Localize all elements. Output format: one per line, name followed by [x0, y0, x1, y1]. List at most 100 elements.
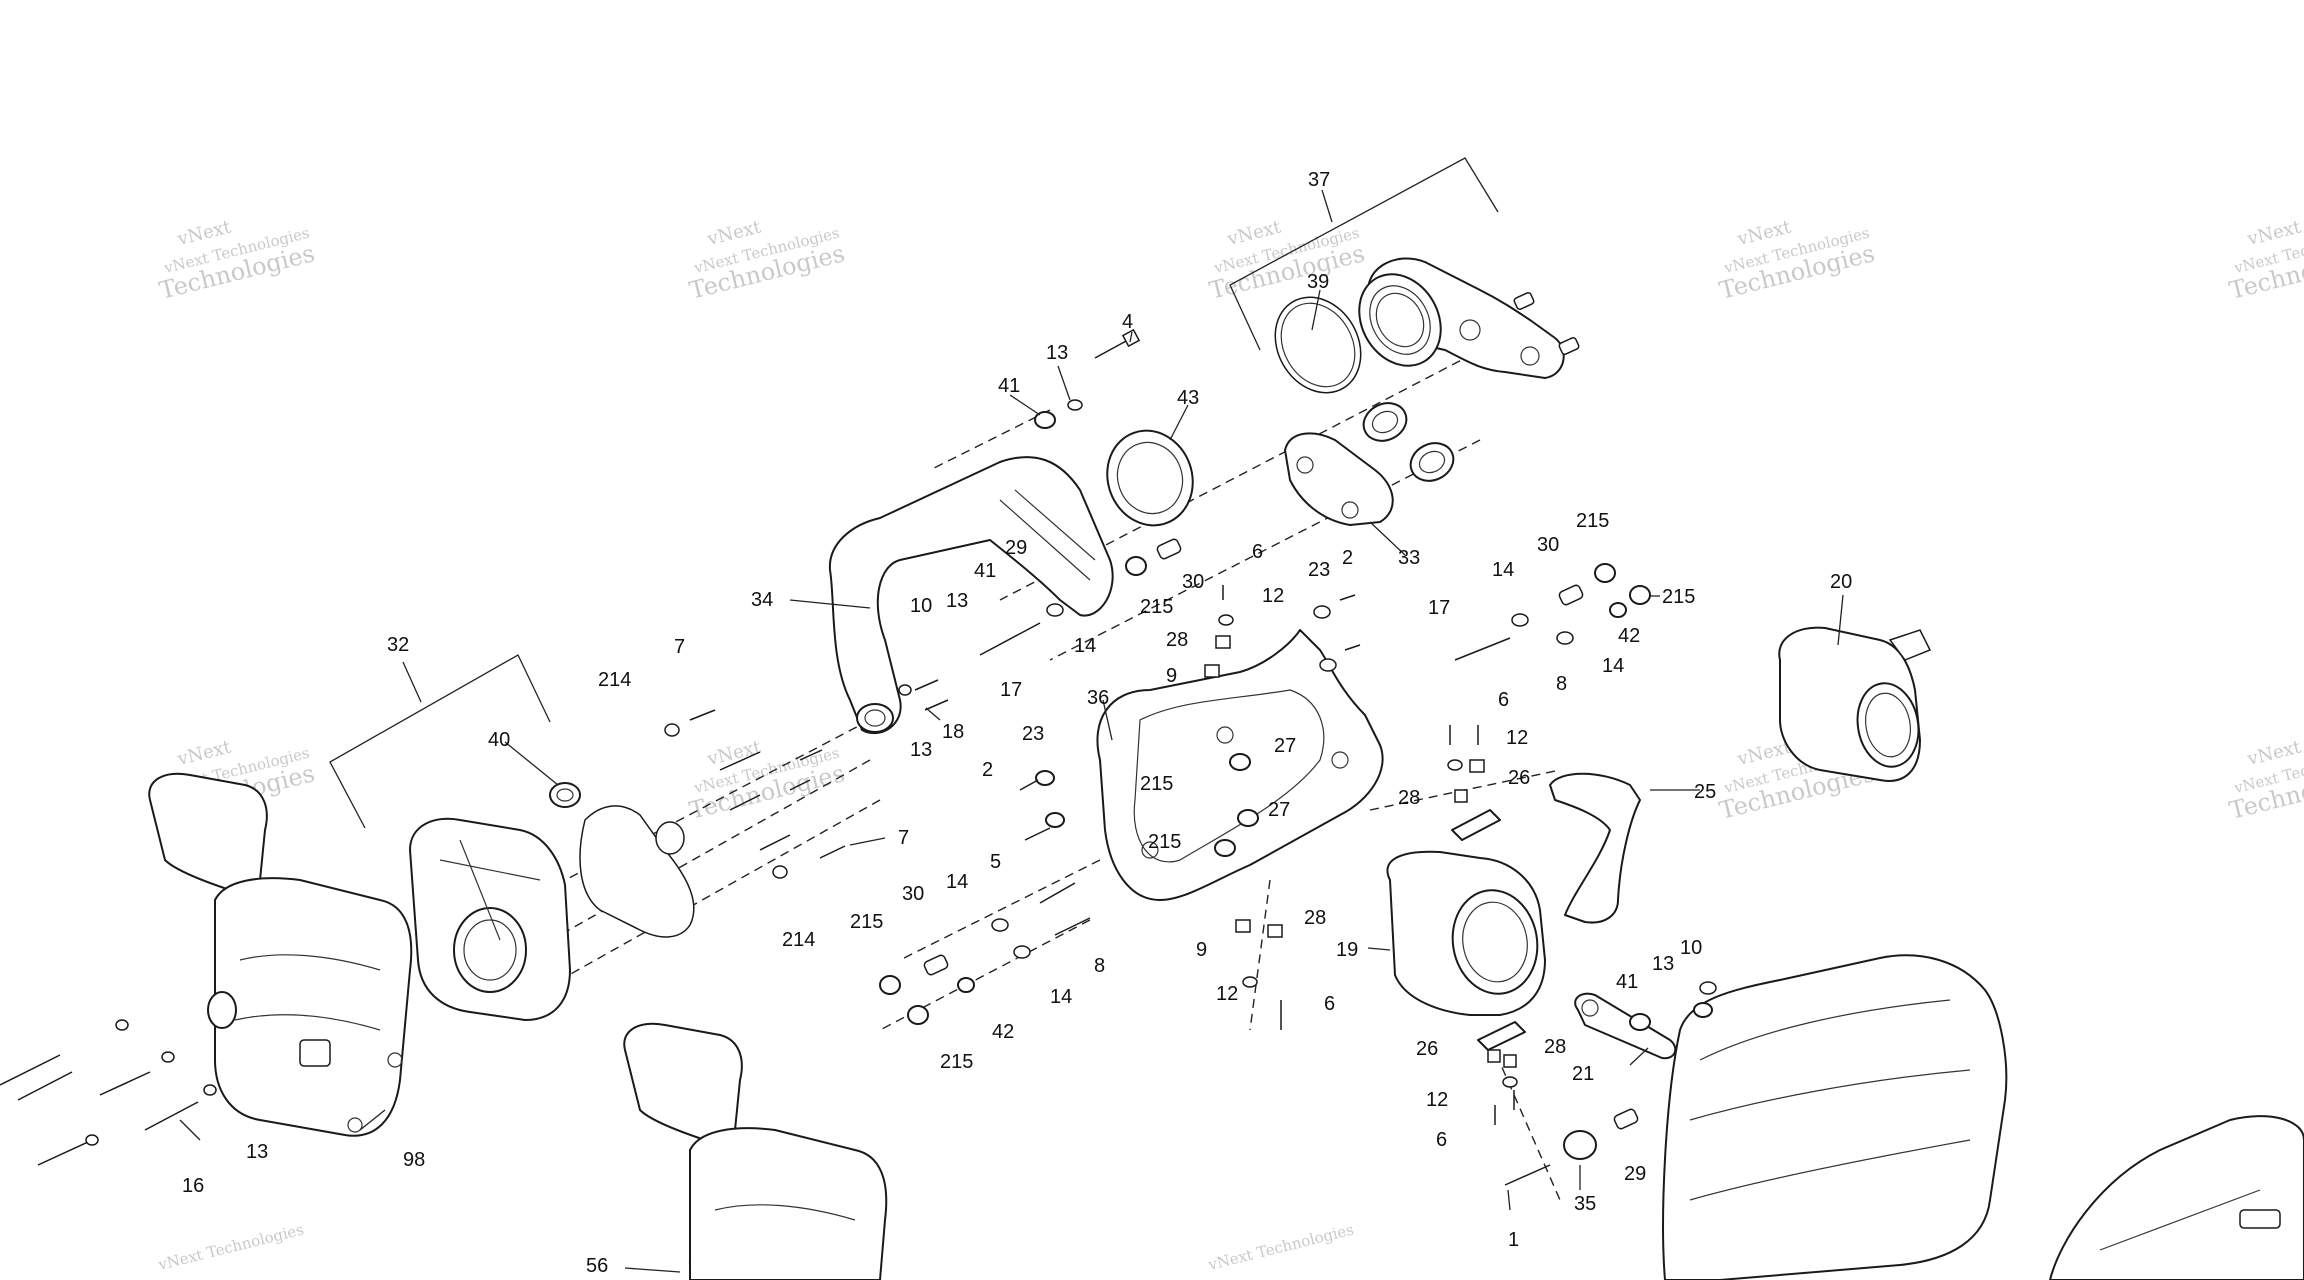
spacer-30c [923, 954, 949, 976]
engine-part-bottom-right [2049, 1115, 2304, 1280]
callout-28: 28 [1304, 907, 1326, 929]
leader-32 [402, 661, 422, 703]
nut-215d [879, 975, 901, 995]
nut-42 [1609, 602, 1627, 618]
callout-1: 1 [1508, 1229, 1519, 1251]
callout-215: 215 [1140, 596, 1173, 618]
callout-13: 13 [946, 590, 968, 612]
ring-40 [549, 782, 581, 808]
callout-6: 6 [1498, 689, 1509, 711]
callouts: 37 39 4 13 41 43 6 23 2 215 30 14 215 42… [182, 169, 1852, 1277]
callout-9: 9 [1166, 665, 1177, 687]
callout-30: 30 [902, 883, 924, 905]
leader [359, 1109, 386, 1131]
leader [1507, 1189, 1511, 1211]
callout-33: 33 [1398, 547, 1420, 569]
callout-36: 36 [1087, 687, 1109, 709]
housing-19 [1386, 850, 1546, 1016]
callout-30: 30 [1537, 534, 1559, 556]
callout-29: 29 [1005, 537, 1027, 559]
callout-42: 42 [1618, 625, 1640, 647]
callout-12: 12 [1426, 1089, 1448, 1111]
callout-214: 214 [598, 669, 631, 691]
callout-27: 27 [1274, 735, 1296, 757]
callout-18: 18 [942, 721, 964, 743]
leader [1369, 521, 1406, 556]
callout-41: 41 [974, 560, 996, 582]
axis [1249, 879, 1271, 1031]
callout-12: 12 [1216, 983, 1238, 1005]
housing-top [1358, 257, 1565, 379]
nut-215c [1629, 585, 1651, 605]
nut-215b [1594, 563, 1616, 583]
leader [1629, 1047, 1649, 1066]
callout-5: 5 [990, 851, 1001, 873]
ring-43 [1106, 429, 1194, 527]
nut-215 [1125, 556, 1147, 576]
callout-7: 7 [674, 636, 685, 658]
callout-6: 6 [1252, 541, 1263, 563]
callout-28: 28 [1398, 787, 1420, 809]
callout-7: 7 [898, 827, 909, 849]
leader-lines [179, 289, 1844, 1273]
callout-10: 10 [910, 595, 932, 617]
spacer-30 [1156, 538, 1182, 560]
callout-26: 26 [1508, 767, 1530, 789]
callout-13: 13 [1652, 953, 1674, 975]
callout-27: 27 [1268, 799, 1290, 821]
bolts-arm-18 [898, 679, 949, 711]
assembly-brackets [329, 157, 1499, 829]
watermark: vNext vNext Technologies Technologies [157, 216, 318, 304]
callout-19: 19 [1336, 939, 1358, 961]
washer-14 [1046, 603, 1064, 617]
callout-30: 30 [1182, 571, 1204, 593]
leader [504, 741, 559, 786]
callout-13: 13 [910, 739, 932, 761]
callout-32: 32 [387, 634, 409, 656]
arm-21 [1574, 992, 1677, 1060]
leader [789, 599, 871, 609]
callout-8: 8 [1556, 673, 1567, 695]
axis [559, 799, 881, 981]
callout-214: 214 [782, 929, 815, 951]
leader [1367, 947, 1391, 951]
callout-13: 13 [246, 1141, 268, 1163]
callout-29: 29 [1624, 1163, 1646, 1185]
callout-10: 10 [1680, 937, 1702, 959]
callout-215: 215 [1576, 510, 1609, 532]
leader [1311, 289, 1321, 331]
callout-43: 43 [1177, 387, 1199, 409]
leader [849, 837, 886, 846]
watermark: vNext vNext Technologies Technologies [687, 736, 848, 824]
callout-14: 14 [946, 871, 968, 893]
leader [925, 707, 941, 721]
nut-42b [957, 977, 975, 993]
bracket-32 [329, 654, 551, 829]
spacer-35 [1563, 1130, 1597, 1160]
callout-39: 39 [1307, 271, 1329, 293]
callout-215: 215 [850, 911, 883, 933]
callout-9: 9 [1196, 939, 1207, 961]
bolts-center-7 [664, 709, 846, 879]
leader-37 [1321, 189, 1333, 223]
washer-13 [1067, 399, 1083, 411]
studs [1513, 291, 1580, 356]
callout-21: 21 [1572, 1063, 1594, 1085]
callout-40: 40 [488, 729, 510, 751]
callout-12: 12 [1262, 585, 1284, 607]
bolt-17b [1454, 637, 1511, 661]
nut-41 [1034, 411, 1056, 429]
parts [0, 257, 2304, 1280]
bolt-17 [979, 622, 1041, 656]
watermark: vNext vNext Technologies Technologies [1717, 216, 1878, 304]
leader [1009, 394, 1041, 416]
watermark: vNext Technologies [156, 1220, 306, 1274]
callout-28: 28 [1166, 629, 1188, 651]
arm-34 [828, 456, 1114, 735]
callout-17: 17 [1428, 597, 1450, 619]
callout-98: 98 [403, 1149, 425, 1171]
callout-56: 56 [586, 1255, 608, 1277]
callout-215: 215 [1662, 586, 1695, 608]
fasteners-frame [991, 585, 1361, 1030]
axis [899, 859, 1101, 961]
